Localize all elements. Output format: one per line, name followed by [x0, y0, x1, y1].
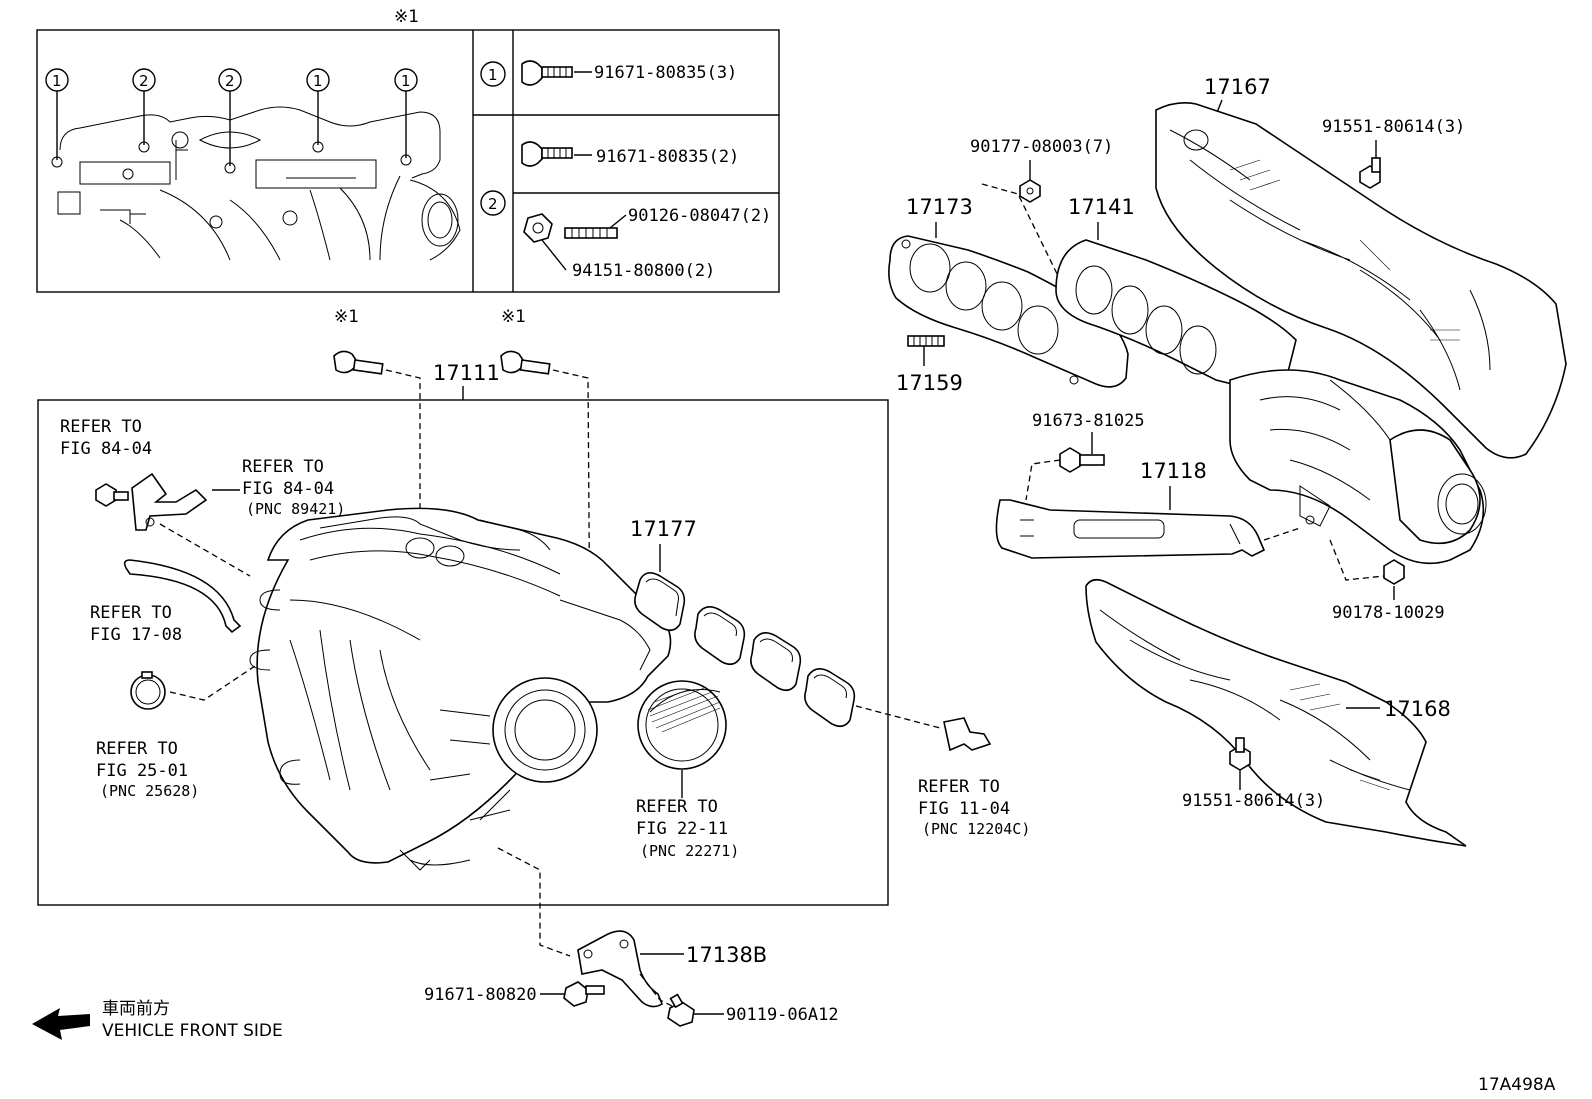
sensor-bolt-icon [95, 483, 129, 507]
flange-bolt-icon [521, 60, 573, 86]
heat-insulator-17168 [1085, 578, 1467, 847]
svg-text:1: 1 [488, 66, 498, 84]
note-mark-bolt-b: ※1 [501, 307, 526, 327]
refer-fig-17-08: REFER TO FIG 17-08 [90, 603, 182, 645]
orientation-japanese: 車両前方 [102, 999, 170, 1019]
bolt-90119-06a12-label: 90119-06A12 [726, 1005, 839, 1025]
stud-bolt-icon [564, 227, 618, 239]
throttle-body-gasket [637, 680, 727, 770]
map-sensor-icon [131, 472, 208, 531]
part-17111-label: 17111 [433, 361, 500, 385]
svg-text:1: 1 [313, 72, 323, 90]
nut-90177-label: 90177-08003(7) [970, 137, 1113, 157]
exhaust-manifold-stay-17118 [995, 499, 1266, 559]
svg-text:(PNC 12204C): (PNC 12204C) [922, 820, 1030, 838]
flange-bolt-icon [333, 350, 384, 375]
flange-bolt-icon [1229, 737, 1251, 771]
part-17168-label: 17168 [1384, 697, 1451, 721]
svg-text:(PNC 89421): (PNC 89421) [246, 500, 345, 518]
svg-text:REFER TO: REFER TO [96, 739, 178, 759]
flange-bolt-icon [667, 993, 695, 1027]
part-17141-label: 17141 [1068, 195, 1135, 219]
flange-bolt-icon [563, 981, 605, 1007]
flange-bolt-icon [1359, 157, 1381, 189]
svg-text:REFER TO: REFER TO [636, 797, 718, 817]
svg-text:2: 2 [488, 195, 498, 213]
pcv-valve-icon [943, 717, 992, 752]
refer-fig-22-11: REFER TO FIG 22-11 (PNC 22271) [636, 797, 739, 860]
nut-icon [523, 213, 553, 243]
svg-text:FIG 84-04: FIG 84-04 [60, 439, 152, 459]
vehicle-front-arrow-icon [32, 1008, 90, 1040]
svg-text:(PNC 22271): (PNC 22271) [640, 842, 739, 860]
hose-clamp-icon [130, 671, 166, 710]
manifold-stay-17138b [577, 930, 663, 1008]
bolt-91551-80614-upper-label: 91551-80614(3) [1322, 117, 1465, 137]
part-17118-label: 17118 [1140, 459, 1207, 483]
svg-text:FIG 11-04: FIG 11-04 [918, 799, 1010, 819]
svg-text:REFER TO: REFER TO [918, 777, 1000, 797]
vacuum-hose-icon [123, 559, 242, 634]
svg-text:(PNC 25628): (PNC 25628) [100, 782, 199, 800]
heat-insulator-17167 [1155, 102, 1567, 459]
svg-text:FIG 84-04: FIG 84-04 [242, 479, 334, 499]
manifold-top-view [57, 106, 461, 261]
inset-row3-stud: 90126-08047(2) [628, 206, 771, 226]
svg-text:FIG 25-01: FIG 25-01 [96, 761, 188, 781]
inset-row1-part: 91671-80835(3) [594, 63, 737, 83]
nut-90178-10029-label: 90178-10029 [1332, 603, 1445, 623]
refer-fig-84-04-b: REFER TO FIG 84-04 (PNC 89421) [242, 457, 345, 518]
flange-bolt-icon [500, 350, 551, 375]
svg-text:2: 2 [139, 72, 149, 90]
stud-bolt-icon [907, 335, 945, 347]
svg-text:REFER TO: REFER TO [60, 417, 142, 437]
flange-bolt-icon [521, 141, 573, 167]
manifold-callouts: 1 2 2 1 1 [45, 68, 418, 174]
part-17167-label: 17167 [1204, 75, 1271, 99]
intake-manifold-body [249, 507, 672, 871]
flange-bolt-icon [1059, 447, 1105, 473]
diagram-id: 17A498A [1478, 1075, 1556, 1095]
bolt-91673-81025-label: 91673-81025 [1032, 411, 1145, 431]
svg-text:FIG 22-11: FIG 22-11 [636, 819, 728, 839]
bolt-91551-80614-lower-label: 91551-80614(3) [1182, 791, 1325, 811]
exhaust-gasket-17173 [888, 235, 1129, 388]
part-17177-label: 17177 [630, 517, 697, 541]
exhaust-manifold-17141 [1055, 239, 1487, 565]
fastener-inset: ※1 1 2 91671-80835(3) 91671-808 [36, 7, 780, 293]
nut-icon [1019, 179, 1041, 203]
refer-fig-84-04-a: REFER TO FIG 84-04 [60, 417, 152, 459]
inset-note-mark: ※1 [394, 7, 419, 27]
refer-fig-11-04: REFER TO FIG 11-04 (PNC 12204C) [918, 777, 1030, 838]
inset-row3-nut: 94151-80800(2) [572, 261, 715, 281]
table-callout-2: 2 [480, 190, 506, 216]
svg-text:1: 1 [401, 72, 411, 90]
table-callout-1: 1 [480, 61, 506, 87]
bolt-91671-80820-label: 91671-80820 [424, 985, 537, 1005]
note-mark-bolt-a: ※1 [334, 307, 359, 327]
part-17173-label: 17173 [906, 195, 973, 219]
part-17138b-label: 17138B [686, 943, 767, 967]
inset-row2-part: 91671-80835(2) [596, 147, 739, 167]
refer-fig-25-01: REFER TO FIG 25-01 (PNC 25628) [96, 739, 199, 800]
svg-text:FIG 17-08: FIG 17-08 [90, 625, 182, 645]
intake-gasket-17177 [634, 572, 856, 728]
svg-text:REFER TO: REFER TO [90, 603, 172, 623]
nut-icon [1383, 559, 1405, 585]
orientation-english: VEHICLE FRONT SIDE [102, 1021, 283, 1041]
part-17159-label: 17159 [896, 371, 963, 395]
svg-text:2: 2 [225, 72, 235, 90]
svg-text:1: 1 [52, 72, 62, 90]
svg-text:REFER TO: REFER TO [242, 457, 324, 477]
